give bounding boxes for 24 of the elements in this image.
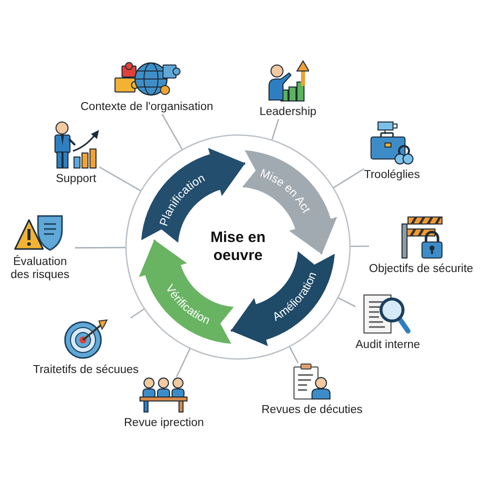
leader-line	[350, 246, 369, 248]
leader-line	[338, 297, 356, 308]
ring-outline	[124, 133, 352, 361]
arrow	[230, 298, 268, 346]
leader-line	[288, 346, 299, 364]
leader-line	[130, 308, 145, 319]
leader-line	[176, 348, 191, 378]
item-label: Évaluation des risques	[10, 256, 70, 282]
item-label: Trooléglies	[364, 169, 420, 182]
leader-line	[161, 114, 183, 150]
item-label: Leadership	[260, 106, 316, 119]
item-label: Revues de décuties	[262, 404, 363, 417]
item-label: Support	[56, 173, 96, 186]
arrow	[138, 240, 187, 277]
leader-line	[99, 166, 142, 192]
leader-line	[271, 118, 280, 140]
item-label: Revue iprection	[124, 417, 204, 430]
arrow	[289, 217, 338, 254]
item-label: Traitetifs de sécuues	[33, 364, 139, 377]
item-label: Audit interne	[356, 339, 420, 352]
leader-line	[332, 168, 364, 188]
item-label: Objectifs de sécurite	[369, 263, 474, 276]
leader-line	[75, 246, 126, 248]
item-label: Contexte de l'organisation	[80, 101, 214, 114]
